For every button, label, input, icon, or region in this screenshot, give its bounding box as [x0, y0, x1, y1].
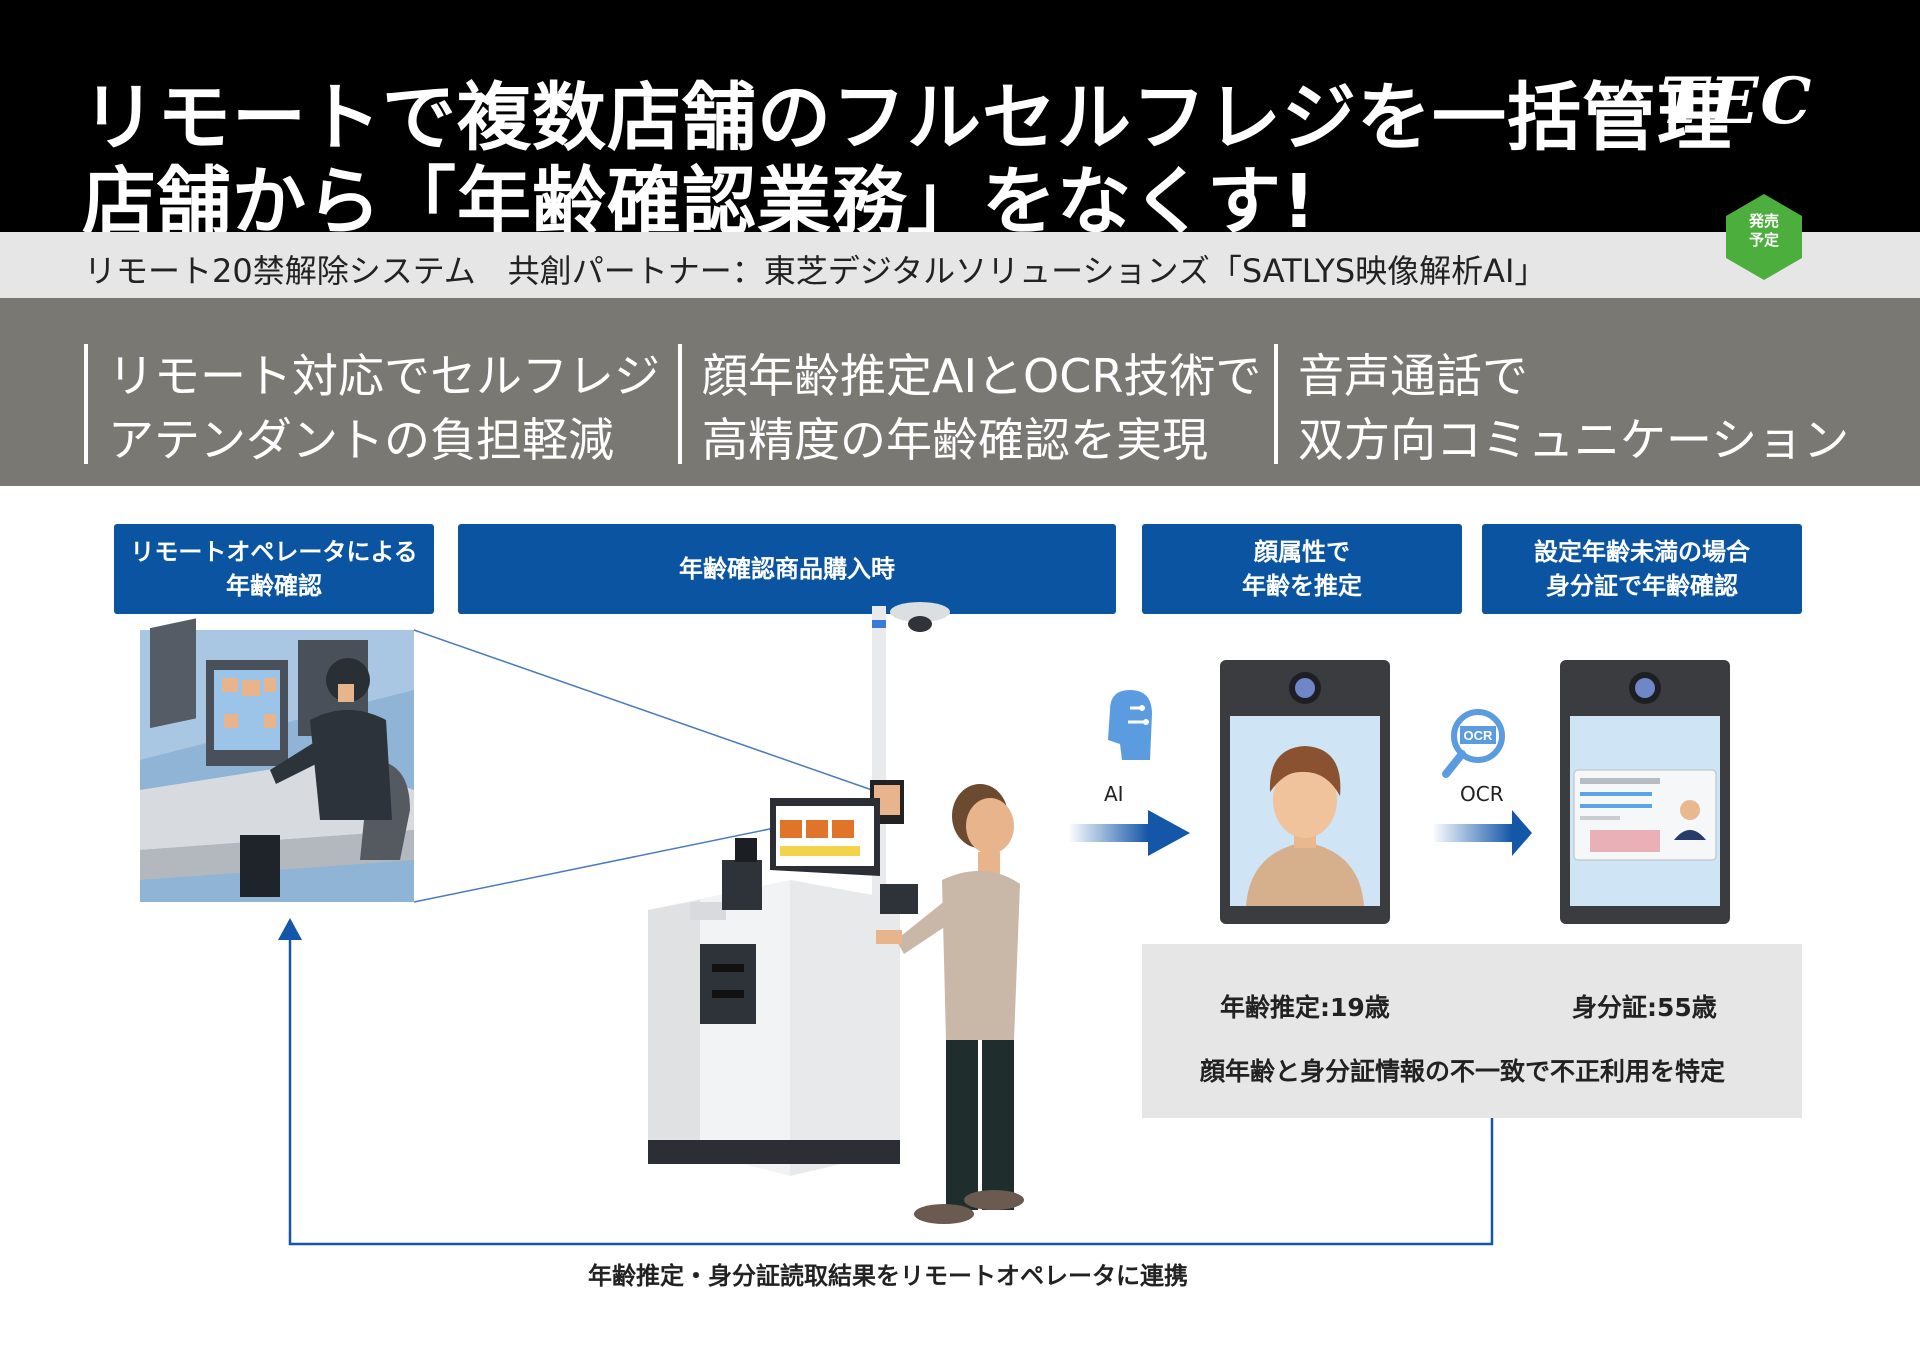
- step-label: 年齢確認: [226, 572, 322, 600]
- feature-line: 高精度の年齢確認を実現: [702, 413, 1208, 467]
- feedback-caption: 年齢推定・身分証読取結果をリモートオペレータに連携: [588, 1262, 1188, 1290]
- customer-person: [876, 784, 1024, 1224]
- step-purchase: 年齢確認商品購入時: [458, 524, 1116, 614]
- face-tablet: [1220, 660, 1390, 924]
- fraud-detection-text: 顔年齢と身分証情報の不一致で不正利用を特定: [1200, 1057, 1726, 1086]
- ai-head-icon: [1108, 690, 1152, 760]
- tec-logo: TEC: [1660, 64, 1814, 139]
- feature-remote: リモート対応でセルフレジ アテンダントの負担軽減: [84, 344, 660, 467]
- feature-line: リモート対応でセルフレジ: [108, 349, 660, 403]
- step-face-estimate: 顔属性で 年齢を推定: [1142, 524, 1462, 614]
- self-checkout-kiosk: [648, 602, 950, 1176]
- feature-line: 音声通話で: [1298, 349, 1528, 403]
- operator-scene: [140, 618, 414, 902]
- step-label: 身分証で年齢確認: [1546, 572, 1738, 600]
- feature-voice: 音声通話で 双方向コミュニケーション: [1274, 344, 1849, 467]
- header: リモートで複数店舗のフルセルフレジを一括管理 店舗から「年齢確認業務」をなくす!…: [0, 0, 1920, 245]
- ai-label: AI: [1104, 782, 1124, 806]
- step-remote-operator: リモートオペレータによる 年齢確認: [114, 524, 434, 614]
- age-estimate-result: 年齢推定:19歳: [1220, 993, 1390, 1022]
- id-age-result: 身分証:55歳: [1572, 993, 1717, 1022]
- step-label: 設定年齢未満の場合: [1534, 538, 1750, 566]
- step-label: 顔属性で: [1254, 538, 1350, 566]
- svg-text:OCR: OCR: [1464, 728, 1494, 743]
- subtitle: リモート20禁解除システム 共創パートナー：東芝デジタルソリューションズ「SAT…: [84, 252, 1547, 290]
- arrow-up-icon: [278, 918, 302, 940]
- step-label: 年齢を推定: [1242, 572, 1362, 600]
- page-title-line2: 店舗から「年齢確認業務」をなくす!: [82, 159, 1317, 245]
- page-title-line1: リモートで複数店舗のフルセルフレジを一括管理: [82, 75, 1732, 161]
- arrow-right-icon: [1068, 810, 1190, 856]
- release-badge: 発売 予定: [1724, 212, 1804, 250]
- feature-line: 双方向コミュニケーション: [1298, 413, 1850, 467]
- arrow-right-icon: [1432, 810, 1532, 856]
- subtitle-bar: リモート20禁解除システム 共創パートナー：東芝デジタルソリューションズ「SAT…: [0, 232, 1920, 298]
- results-panel: [1142, 944, 1802, 1118]
- feedback-loop-arrow: [278, 918, 1494, 1246]
- feature-line: 顔年齢推定AIとOCR技術で: [702, 349, 1262, 403]
- release-badge-icon: [1726, 194, 1802, 280]
- ocr-magnifier-icon: OCR: [1442, 709, 1505, 778]
- step-label: 年齢確認商品購入時: [679, 555, 895, 583]
- step-label: リモートオペレータによる: [130, 538, 418, 566]
- features-bar: リモート対応でセルフレジ アテンダントの負担軽減 顔年齢推定AIとOCR技術で …: [0, 298, 1920, 486]
- badge-line2: 予定: [1748, 231, 1779, 249]
- badge-line1: 発売: [1748, 212, 1779, 230]
- step-id-check: 設定年齢未満の場合 身分証で年齢確認: [1482, 524, 1802, 614]
- feature-ai-ocr: 顔年齢推定AIとOCR技術で 高精度の年齢確認を実現: [678, 344, 1262, 467]
- feature-line: アテンダントの負担軽減: [108, 413, 614, 467]
- id-tablet: [1560, 660, 1730, 924]
- ocr-label: OCR: [1460, 782, 1504, 806]
